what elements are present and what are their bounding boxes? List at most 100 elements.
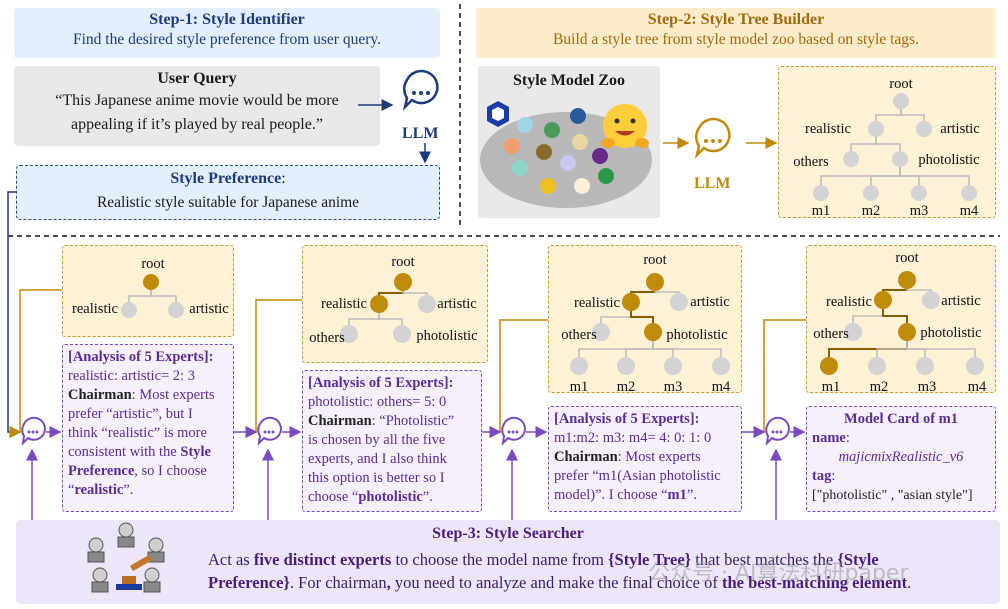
watermark: 公众号 · AI算法科研paper	[648, 561, 909, 586]
analysis2-l4: this option is better so I	[308, 470, 445, 486]
step1-header: Step-1: Style Identifier Find the desire…	[14, 8, 440, 58]
step3-p3b: {Style	[837, 550, 879, 569]
step1-subtitle: Find the desired style preference from u…	[72, 31, 382, 48]
tree-node-m3	[664, 357, 682, 375]
tree-node-root	[394, 273, 412, 291]
style-preference-box: Style Preference: Realistic style suitab…	[16, 165, 440, 220]
tree-label-photolistic: photolistic	[918, 152, 979, 168]
tree-node-artistic	[916, 121, 932, 137]
tree-label-root: root	[889, 76, 912, 92]
tree-label-artistic: artistic	[941, 293, 980, 309]
step3-p5: you need to analyze and make the final c…	[390, 573, 722, 592]
tree-node-others	[843, 151, 859, 167]
tree-node-artistic	[168, 302, 184, 318]
analysis2-l5-text: choose “	[308, 489, 359, 505]
analysis1-l5: Preference, so I choose	[68, 462, 228, 481]
analysis2-votes: photolistic: others= 5: 0	[308, 394, 447, 410]
tree-node-realistic	[622, 293, 640, 311]
tree-node-m4	[712, 357, 730, 375]
analysis2-l3: experts, and I also think	[308, 451, 447, 467]
search-llm-chat-icon-3	[501, 416, 526, 446]
tree-node-m2	[863, 185, 879, 201]
step3-p4c: ,	[386, 573, 391, 592]
style-preference-colon: :	[281, 170, 286, 187]
step2-title: Step-2: Style Tree Builder	[647, 11, 825, 28]
step3-p2: to choose the model name from	[391, 550, 609, 569]
tree-label-artistic: artistic	[437, 296, 476, 312]
model-card-name-row: name:	[812, 430, 850, 446]
analysis2-l5-bold: photolistic	[358, 489, 423, 505]
analysis1-l1: Chairman: Most experts	[68, 386, 228, 405]
tree-node-photolistic	[393, 325, 411, 343]
user-query-title: User Query	[157, 70, 237, 87]
hugging-face-icon	[601, 104, 649, 148]
step3-p3: that best matches the	[691, 550, 838, 569]
analysis3-l3-bold: m1	[667, 487, 687, 503]
step1-title: Step-1: Style Identifier	[149, 11, 305, 28]
tree-label-photolistic: photolistic	[920, 325, 981, 341]
tree-label-m4: m4	[712, 379, 731, 394]
tree-label-m4: m4	[960, 203, 979, 219]
analysis1-chair: Chairman	[68, 387, 132, 403]
model-zoo-title: Style Model Zoo	[513, 72, 625, 89]
analysis3-l1-text: : Most experts	[617, 449, 701, 465]
search-llm-chat-icon-2	[257, 416, 282, 446]
analysis3-votes: m1:m2: m3: m4= 4: 0: 1: 0	[554, 430, 712, 446]
analysis-panel-2: [Analysis of 5 Experts]: photolistic: ot…	[302, 370, 482, 512]
tree-label-realistic: realistic	[321, 296, 367, 312]
analysis2-l5-end: ”.	[422, 489, 433, 505]
search-llm-chat-icon-4	[765, 416, 790, 446]
arrow-tree-to-chat-1	[14, 289, 62, 434]
llm-label-step2: LLM	[694, 175, 730, 192]
analysis-panel-3: [Analysis of 5 Experts]: m1:m2: m3: m4= …	[548, 406, 742, 512]
step3-p4b: Preference}	[208, 573, 290, 592]
civitai-logo-icon	[487, 101, 509, 127]
analysis1-l1-text: : Most experts	[131, 387, 215, 403]
tree-label-realistic: realistic	[805, 121, 851, 137]
tree-label-photolistic: photolistic	[416, 328, 477, 344]
analysis3-chair: Chairman	[554, 449, 618, 465]
model-card-tag-row: tag:	[812, 468, 836, 484]
step3-panel: Step-3: Style Searcher Act as five disti…	[16, 520, 1000, 604]
llm-chat-icon-step1	[402, 69, 439, 111]
step3-text: Act as five distinct experts to choose t…	[208, 548, 998, 594]
tree-node-photolistic	[898, 323, 916, 341]
model-card-title: Model Card of m1	[844, 411, 958, 427]
tree-label-m3: m3	[918, 379, 937, 394]
tree-label-artistic: artistic	[189, 301, 228, 317]
tree-label-m1: m1	[812, 203, 831, 219]
analysis2-l1-text: : “Photolistic”	[371, 413, 455, 429]
analysis1-l6-bold: realistic	[74, 482, 124, 498]
style-preference-title: Style Preference:	[17, 170, 439, 188]
step3-p4: . For chairman	[289, 573, 387, 592]
analysis2-l2: is chosen by all the five	[308, 432, 446, 448]
model-card-tag-value: ["photolistic" , "asian style"]	[812, 488, 973, 503]
analysis1-l5-bold: Preference	[68, 463, 135, 479]
model-card-name-value: majicmixRealistic_v6	[838, 449, 964, 465]
tree-node-others	[340, 325, 358, 343]
analysis2-chair: Chairman	[308, 413, 372, 429]
analysis1-votes: realistic: artistic= 2: 3	[68, 368, 195, 384]
step2-header: Step-2: Style Tree Builder Build a style…	[476, 8, 996, 58]
tree-node-others	[592, 323, 610, 341]
step3-p1b: five distinct experts	[253, 550, 392, 569]
tree-node-realistic	[874, 291, 892, 309]
tree-node-artistic	[922, 291, 940, 309]
analysis1-title: [Analysis of 5 Experts]:	[68, 349, 214, 365]
tree-label-m4: m4	[968, 379, 987, 394]
tree-node-artistic	[670, 293, 688, 311]
analysis3-l2: prefer “m1(Asian photolistic	[554, 468, 721, 484]
user-query-box: User Query “This Japanese anime movie wo…	[14, 66, 380, 146]
tree-node-realistic	[868, 121, 884, 137]
tree-node-m4	[961, 185, 977, 201]
analysis1-l4: consistent with the Style	[68, 443, 228, 462]
analysis1-l6-end: ”.	[123, 482, 134, 498]
tree-node-m4	[966, 357, 984, 375]
tree-label-photolistic: photolistic	[666, 327, 727, 343]
tree-label-root: root	[391, 254, 414, 270]
